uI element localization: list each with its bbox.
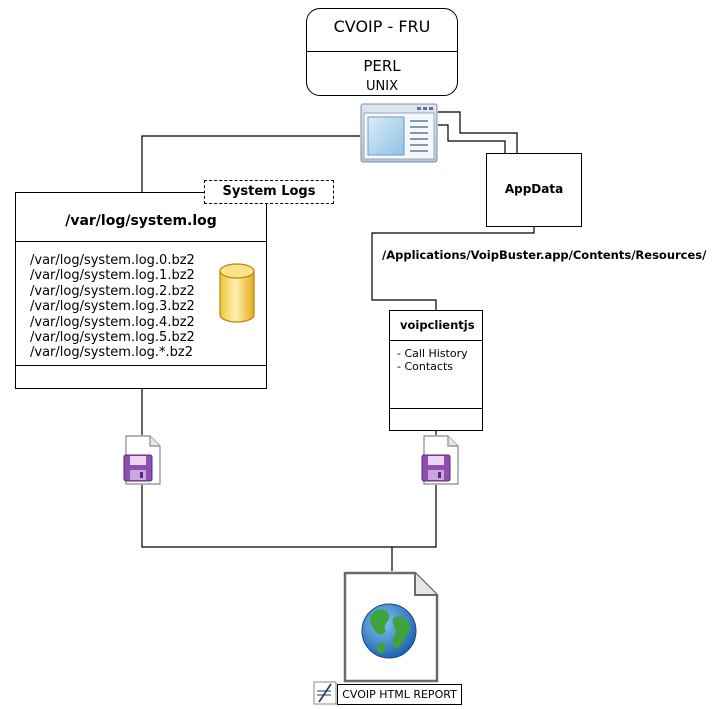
- log-file-item: /var/log/system.log.2.bz2: [30, 283, 195, 299]
- log-file-item: /var/log/system.log.4.bz2: [30, 314, 195, 330]
- cvoip-fru-component: CVOIP - FRU PERL UNIX: [306, 8, 458, 96]
- divider: [390, 340, 482, 341]
- pen-icon: [313, 681, 337, 705]
- divider: [307, 51, 457, 52]
- database-icon: [219, 263, 255, 323]
- divider: [16, 365, 266, 366]
- component-platform: UNIX: [366, 79, 398, 94]
- log-file-item: /var/log/system.log.0.bz2: [30, 253, 195, 268]
- voip-item: - Call History: [397, 347, 468, 360]
- voip-item: - Contacts: [397, 360, 453, 373]
- floppy-file-icon: [421, 435, 459, 485]
- appdata-box: AppData: [486, 153, 582, 227]
- log-file-item: /var/log/system.log.1.bz2: [30, 268, 195, 284]
- log-file-item: /var/log/system.log.*.bz2: [30, 345, 194, 361]
- divider: [16, 241, 266, 242]
- report-label: CVOIP HTML REPORT: [337, 684, 462, 705]
- system-log-box: /var/log/system.log /var/log/system.log.…: [15, 192, 267, 389]
- floppy-file-icon: [123, 435, 161, 485]
- voipclientjs-header: voipclientjs: [400, 318, 475, 332]
- resources-path-label: /Applications/VoipBuster.app/Contents/Re…: [382, 248, 707, 262]
- system-log-header: /var/log/system.log: [65, 213, 217, 229]
- system-logs-tag: System Logs: [204, 180, 334, 204]
- log-file-item: /var/log/system.log.5.bz2: [30, 330, 195, 346]
- log-file-list: /var/log/system.log.0.bz2 /var/log/syste…: [30, 253, 195, 361]
- log-file-item: /var/log/system.log.3.bz2: [30, 299, 195, 315]
- voipclientjs-box: voipclientjs - Call History - Contacts: [389, 310, 483, 431]
- app-window-icon: [360, 103, 438, 163]
- component-language: PERL: [363, 57, 401, 75]
- component-title: CVOIP - FRU: [333, 17, 431, 36]
- voip-item-list: - Call History - Contacts: [397, 347, 468, 373]
- divider: [390, 408, 482, 409]
- globe-document-icon: [343, 571, 439, 683]
